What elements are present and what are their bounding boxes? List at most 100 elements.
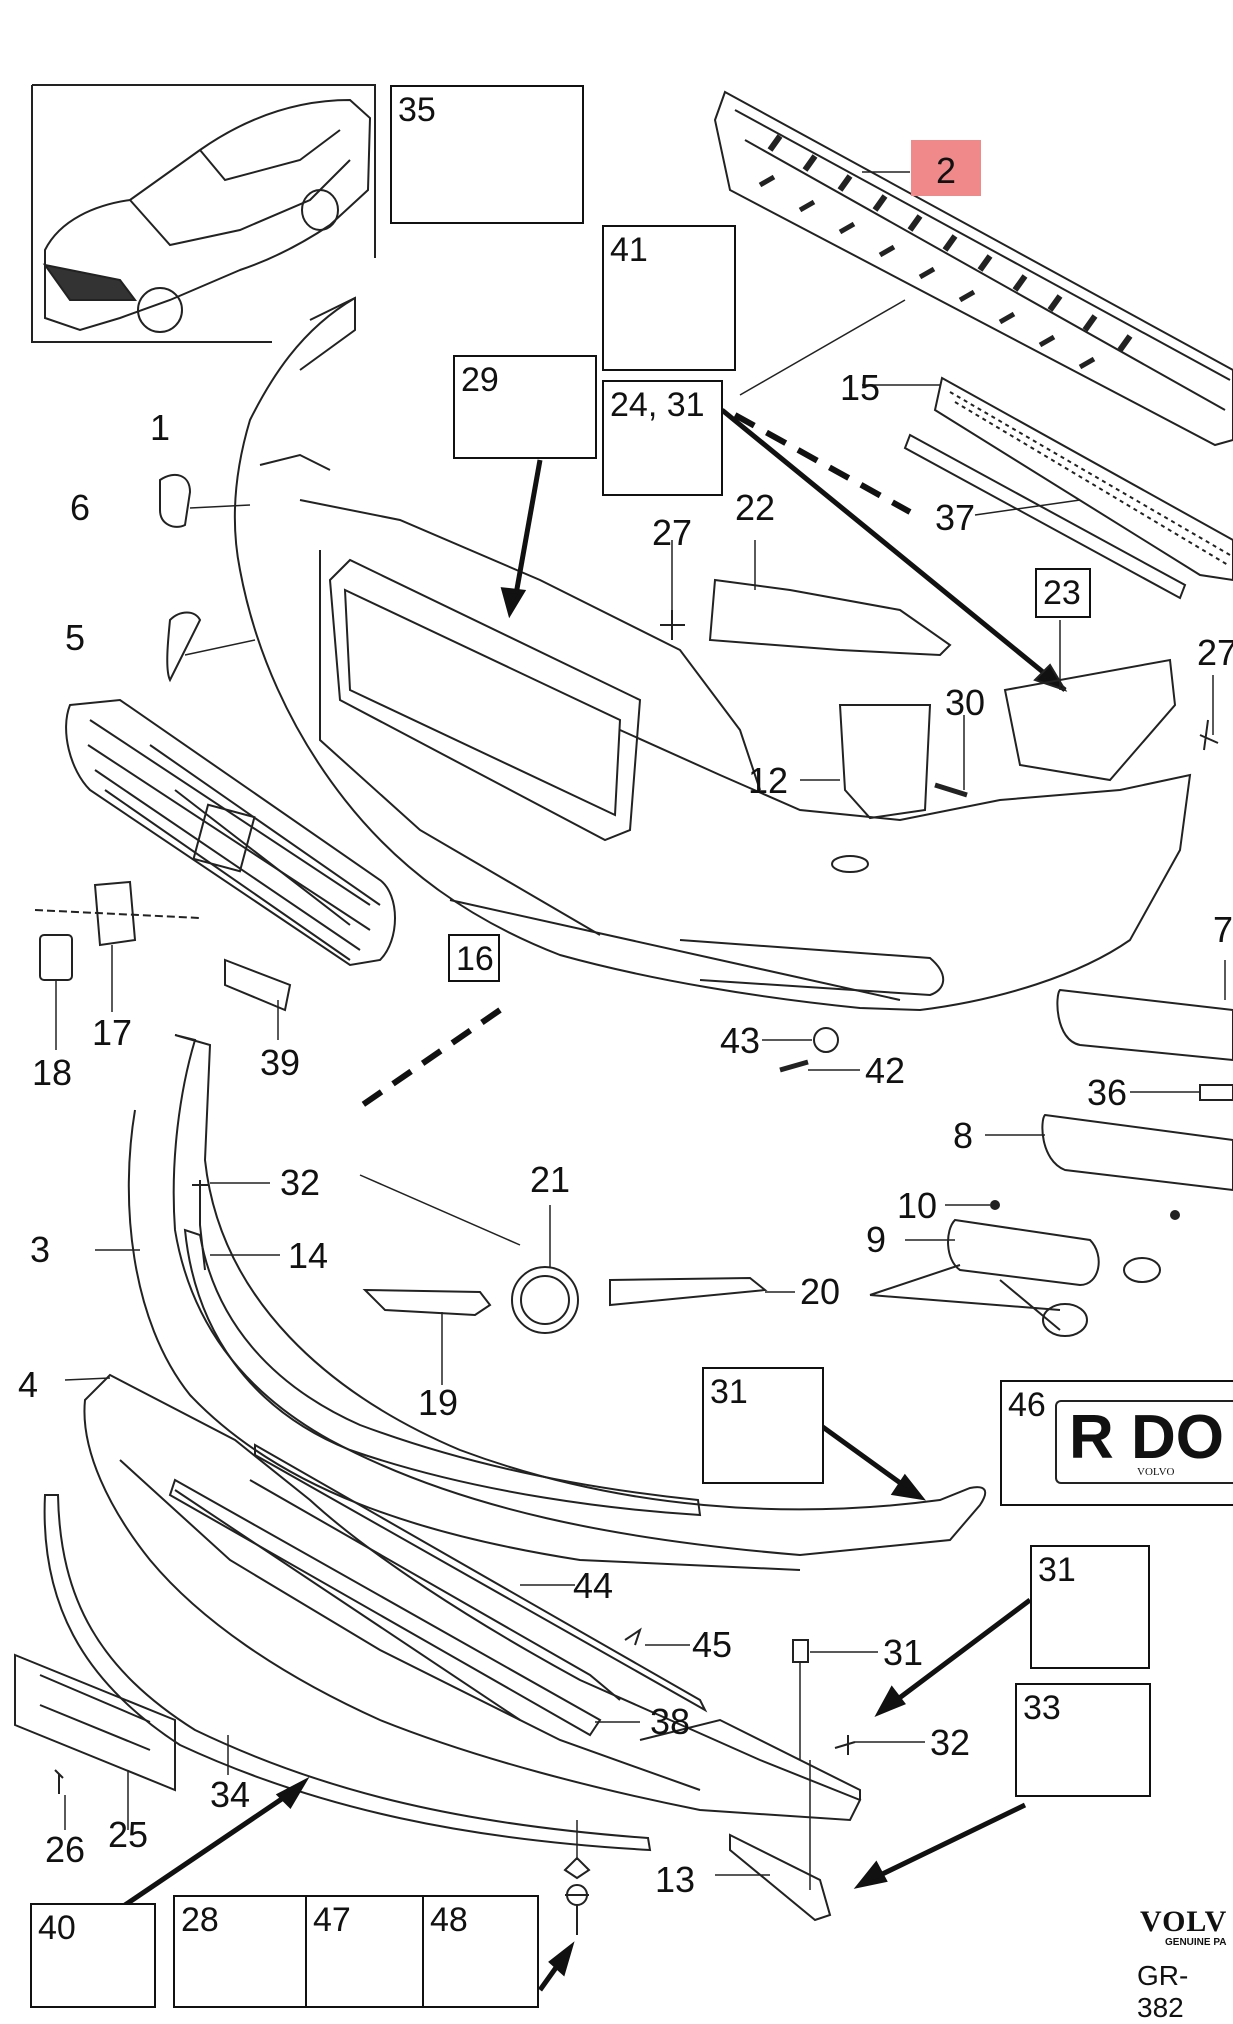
part-6-cap [159,473,192,528]
box-48-label: 48 [430,1901,468,1939]
brand-subtitle: GENUINE PA [1165,1937,1227,1948]
box-24-31[interactable]: 24, 31 [602,380,723,496]
callout-32-b[interactable]: 32 [930,1722,971,1763]
part-21-emblem [511,1266,579,1334]
part-25-plate-bracket [14,1653,176,1792]
box-41-label: 41 [610,231,648,269]
callout-27-a[interactable]: 27 [652,512,693,553]
box-35-label: 35 [398,91,436,129]
box-46-label: 46 [1008,1386,1046,1424]
callout-3[interactable]: 3 [30,1229,51,1270]
box-41[interactable]: 41 [602,225,736,371]
box-48[interactable]: 48 [422,1895,539,2008]
part-18-badge [39,934,73,981]
callout-2-label: 2 [935,150,957,191]
plate-46-text: R DO [1069,1403,1224,1472]
box-40-label: 40 [38,1909,76,1947]
callout-10[interactable]: 10 [897,1185,938,1226]
box-47[interactable]: 47 [305,1895,426,2008]
part-5-clip [166,611,202,683]
callout-27-b[interactable]: 27 [1197,632,1233,673]
callout-17[interactable]: 17 [92,1012,133,1053]
callout-7[interactable]: 7 [1213,909,1233,950]
box-16-label: 16 [456,940,494,978]
callout-6[interactable]: 6 [70,487,91,528]
part-14-strip [183,1228,702,1517]
callout-22[interactable]: 22 [735,487,776,528]
box-31-b-label: 31 [1038,1551,1076,1589]
part-30-screw [934,782,968,798]
part-43-washer [813,1027,839,1053]
callout-38[interactable]: 38 [650,1701,691,1742]
callout-4[interactable]: 4 [18,1364,39,1405]
box-40[interactable]: 40 [30,1903,156,2008]
part-36-strip [1199,1084,1233,1101]
part-19-trim [362,1288,492,1317]
callout-32-a[interactable]: 32 [280,1162,321,1203]
part-42-screw [779,1059,809,1073]
callout-34[interactable]: 34 [210,1774,251,1815]
callout-20[interactable]: 20 [800,1271,841,1312]
callout-13[interactable]: 13 [655,1859,696,1900]
part-38-strip [168,1478,602,1737]
part-32-screw-b [834,1735,856,1755]
part-7-grille [1056,988,1233,1062]
box-29[interactable]: 29 [453,355,597,459]
box-28[interactable]: 28 [173,1895,309,2008]
plate-46: R DO VOLVO [1055,1400,1233,1484]
part-15-grille [862,376,1233,600]
box-47-label: 47 [313,1901,351,1939]
part-13-bracket [729,1833,832,1922]
part-4-undertray [83,1373,862,1822]
part-22-bracket [708,578,952,657]
part-32-screw-a [192,1180,208,1202]
part-16-grille [65,698,396,967]
box-28-label: 28 [181,1901,219,1939]
box-33[interactable]: 33 [1015,1683,1151,1797]
callout-19[interactable]: 19 [418,1382,459,1423]
box-33-label: 33 [1023,1689,1061,1727]
callout-30[interactable]: 30 [945,682,986,723]
box-31-a-label: 31 [710,1373,748,1411]
callout-31[interactable]: 31 [883,1632,924,1673]
box-31-b[interactable]: 31 [1030,1545,1150,1669]
callout-37[interactable]: 37 [935,497,976,538]
callout-9[interactable]: 9 [866,1219,887,1260]
bottom-fasteners [563,1856,591,1935]
box-23-label: 23 [1043,574,1081,612]
part-27-screw-b [1199,719,1219,751]
box-23[interactable]: 23 [1035,568,1091,618]
callout-45[interactable]: 45 [692,1624,733,1665]
callout-44[interactable]: 44 [573,1565,614,1606]
box-16[interactable]: 16 [448,934,500,982]
part-26-screw [54,1769,64,1794]
part-1-bumper-cover [233,296,1192,1012]
callout-15[interactable]: 15 [840,367,881,408]
box-29-label: 29 [461,361,499,399]
part-12-bracket [838,704,932,820]
box-35[interactable]: 35 [390,85,584,224]
callout-5[interactable]: 5 [65,617,86,658]
callout-42[interactable]: 42 [865,1050,906,1091]
callout-18[interactable]: 18 [32,1052,73,1093]
callout-25[interactable]: 25 [108,1814,149,1855]
part-45-clip [624,1627,642,1646]
callout-21[interactable]: 21 [530,1159,571,1200]
plate-46-brand: VOLVO [1137,1466,1175,1478]
callout-12[interactable]: 12 [748,760,789,801]
part-23-bracket [1003,658,1177,782]
callout-14[interactable]: 14 [288,1235,329,1276]
part-27-screw-a [660,610,685,640]
callout-39[interactable]: 39 [260,1042,301,1083]
part-2-absorber [713,90,1233,447]
box-31-a[interactable]: 31 [702,1367,824,1484]
callout-43[interactable]: 43 [720,1020,761,1061]
callout-2-highlight[interactable]: 2 [911,140,981,196]
part-8-grille [1041,1113,1233,1192]
callout-8[interactable]: 8 [953,1115,974,1156]
callout-26[interactable]: 26 [45,1829,86,1870]
callout-36[interactable]: 36 [1087,1072,1128,1113]
box-24-31-label: 24, 31 [610,386,705,424]
callout-1[interactable]: 1 [150,407,171,448]
